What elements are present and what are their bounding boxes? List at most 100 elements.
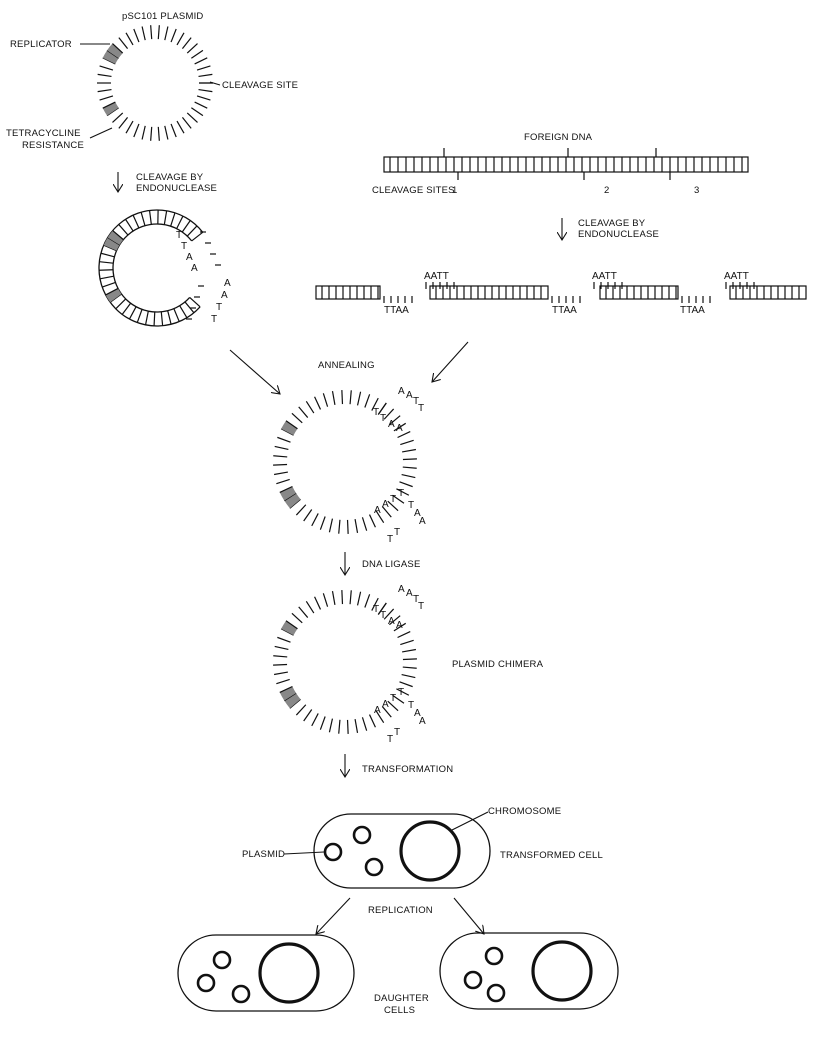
ring-tick — [277, 637, 290, 642]
end-base: A — [191, 263, 198, 274]
sticky-end-aatt: AATT — [424, 271, 449, 282]
ring-tick — [276, 679, 289, 683]
end-base: A — [374, 505, 381, 516]
end-base: T — [390, 494, 396, 505]
replication-arrow-right — [454, 898, 484, 934]
ring-tick — [403, 659, 417, 660]
ring-tick — [273, 465, 287, 466]
ring-tick — [191, 108, 203, 116]
ring-tick — [187, 113, 197, 123]
ring-tick — [370, 715, 376, 728]
ring-tick — [161, 312, 162, 326]
foreign-dna-label: FOREIGN DNA — [524, 132, 593, 143]
ring-tick — [158, 127, 159, 141]
daughter-cell-left — [178, 935, 354, 1011]
end-base: T — [216, 302, 222, 313]
end-base: T — [398, 687, 404, 698]
ring-tick — [306, 401, 314, 413]
ring-tick — [400, 482, 413, 487]
ring-tick — [274, 472, 288, 474]
ring-tick — [403, 459, 417, 460]
ring-tick — [273, 456, 287, 457]
daughter-cell-right — [440, 933, 618, 1009]
ring-tick — [199, 74, 213, 76]
plasmid-title: pSC101 PLASMID — [122, 11, 203, 22]
ring-tick — [342, 590, 343, 604]
ring-tick — [355, 719, 357, 733]
end-base: T — [394, 527, 400, 538]
ring-tick — [182, 38, 191, 49]
chromosome — [401, 822, 459, 880]
ring-outer — [99, 210, 203, 326]
site-2-label: 2 — [604, 185, 609, 196]
ring-tick — [99, 270, 113, 271]
end-base: A — [406, 588, 413, 599]
ring-tick — [101, 253, 115, 257]
sticky-end-aatt: AATT — [592, 271, 617, 282]
ring-tick — [99, 262, 113, 264]
end-base: T — [380, 413, 386, 424]
ring-tick — [312, 713, 318, 725]
ring-tick — [315, 397, 321, 410]
cleavage-site-label: CLEAVAGE SITE — [222, 80, 298, 91]
ring-tick — [292, 613, 302, 622]
ring-tick — [275, 646, 289, 649]
plasmid-psc101: pSC101 PLASMID REPLICATOR CLEAVAGE SITE … — [6, 11, 298, 151]
ring-tick — [146, 311, 149, 325]
ring-tick — [362, 717, 366, 730]
chimera-plasmid-ring — [273, 590, 417, 734]
end-base: A — [186, 252, 193, 263]
ring-tick — [296, 705, 305, 715]
tetracycline-pointer — [90, 128, 112, 138]
end-base: A — [374, 705, 381, 716]
plasmid-pointer — [284, 852, 324, 854]
plasmid-label: PLASMID — [242, 849, 285, 860]
ring-tick — [273, 665, 287, 666]
ring-tick — [400, 682, 413, 687]
ring-tick — [171, 213, 175, 226]
endonuclease-label-1: ENDONUCLEASE — [136, 183, 217, 194]
ring-tick — [323, 393, 327, 406]
ring-tick — [277, 437, 290, 442]
ring-tick — [142, 126, 145, 140]
plasmid-circle — [486, 948, 502, 964]
ring-tick — [126, 121, 133, 133]
fragment-strand — [730, 286, 806, 299]
ring-tick — [141, 212, 145, 225]
annealing-label: ANNEALING — [318, 360, 375, 371]
cleavage-by-label-2: CLEAVAGE BY — [578, 218, 646, 229]
replication-label: REPLICATION — [368, 905, 433, 916]
plasmid-circle — [465, 972, 481, 988]
end-base: T — [380, 610, 386, 621]
ring-tick — [362, 517, 366, 530]
ring-tick — [182, 221, 190, 232]
annealing-arrow-right — [432, 342, 468, 382]
chimera-plasmid: A A T T T T A A A A T T T A A T T — [273, 584, 426, 745]
ring-tick — [134, 124, 139, 137]
ring-tick — [274, 672, 288, 674]
ring-tick — [365, 394, 370, 407]
ring-tick — [398, 632, 411, 638]
transformed-cell: CHROMOSOME PLASMID TRANSFORMED CELL — [242, 806, 603, 888]
ring-tick — [165, 126, 168, 140]
ring-tick — [402, 675, 416, 678]
end-base: T — [181, 241, 187, 252]
ring-tick — [182, 117, 191, 128]
ring-tick — [299, 407, 308, 418]
ring-tick — [177, 216, 183, 229]
transformation-label: TRANSFORMATION — [362, 764, 453, 775]
ring-tick — [98, 90, 112, 92]
sticky-end-ttaa: TTAA — [384, 305, 409, 316]
plasmid-circle — [325, 844, 341, 860]
ring-tick — [133, 215, 139, 228]
ring-tick — [137, 309, 142, 322]
opened-plasmid-ring — [99, 210, 221, 326]
cell-membrane — [178, 935, 354, 1011]
ring-tick — [142, 26, 145, 40]
ring-tick — [185, 302, 194, 313]
end-base: T — [373, 604, 379, 615]
ring-tick — [358, 592, 361, 606]
ring-tick — [165, 26, 168, 40]
ring-tick — [400, 440, 413, 444]
chromosome-label: CHROMOSOME — [488, 806, 561, 817]
